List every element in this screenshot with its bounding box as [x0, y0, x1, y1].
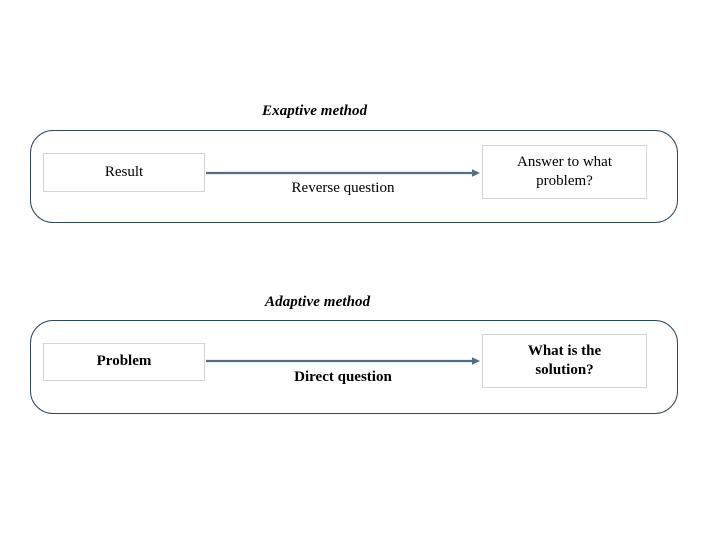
exaptive-arrow-icon: [206, 166, 480, 180]
adaptive-edge-label: Direct question: [294, 369, 392, 385]
adaptive-arrow-icon: [206, 354, 480, 368]
adaptive-target-line2: solution?: [535, 362, 594, 378]
adaptive-target-box[interactable]: What is the solution?: [482, 334, 647, 388]
adaptive-group-frame: [30, 320, 678, 414]
exaptive-group-frame: [30, 130, 678, 223]
exaptive-source-box[interactable]: Result: [43, 153, 205, 192]
exaptive-target-line2: problem?: [536, 173, 593, 189]
exaptive-edge-label: Reverse question: [291, 180, 395, 196]
adaptive-target-line1: What is the: [527, 342, 602, 359]
exaptive-target-box[interactable]: Answer to what problem?: [482, 145, 647, 199]
exaptive-title: Exaptive method: [262, 103, 368, 119]
adaptive-title: Adaptive method: [265, 294, 371, 310]
exaptive-target-line1: Answer to what: [517, 153, 612, 170]
adaptive-source-box[interactable]: Problem: [43, 343, 205, 381]
